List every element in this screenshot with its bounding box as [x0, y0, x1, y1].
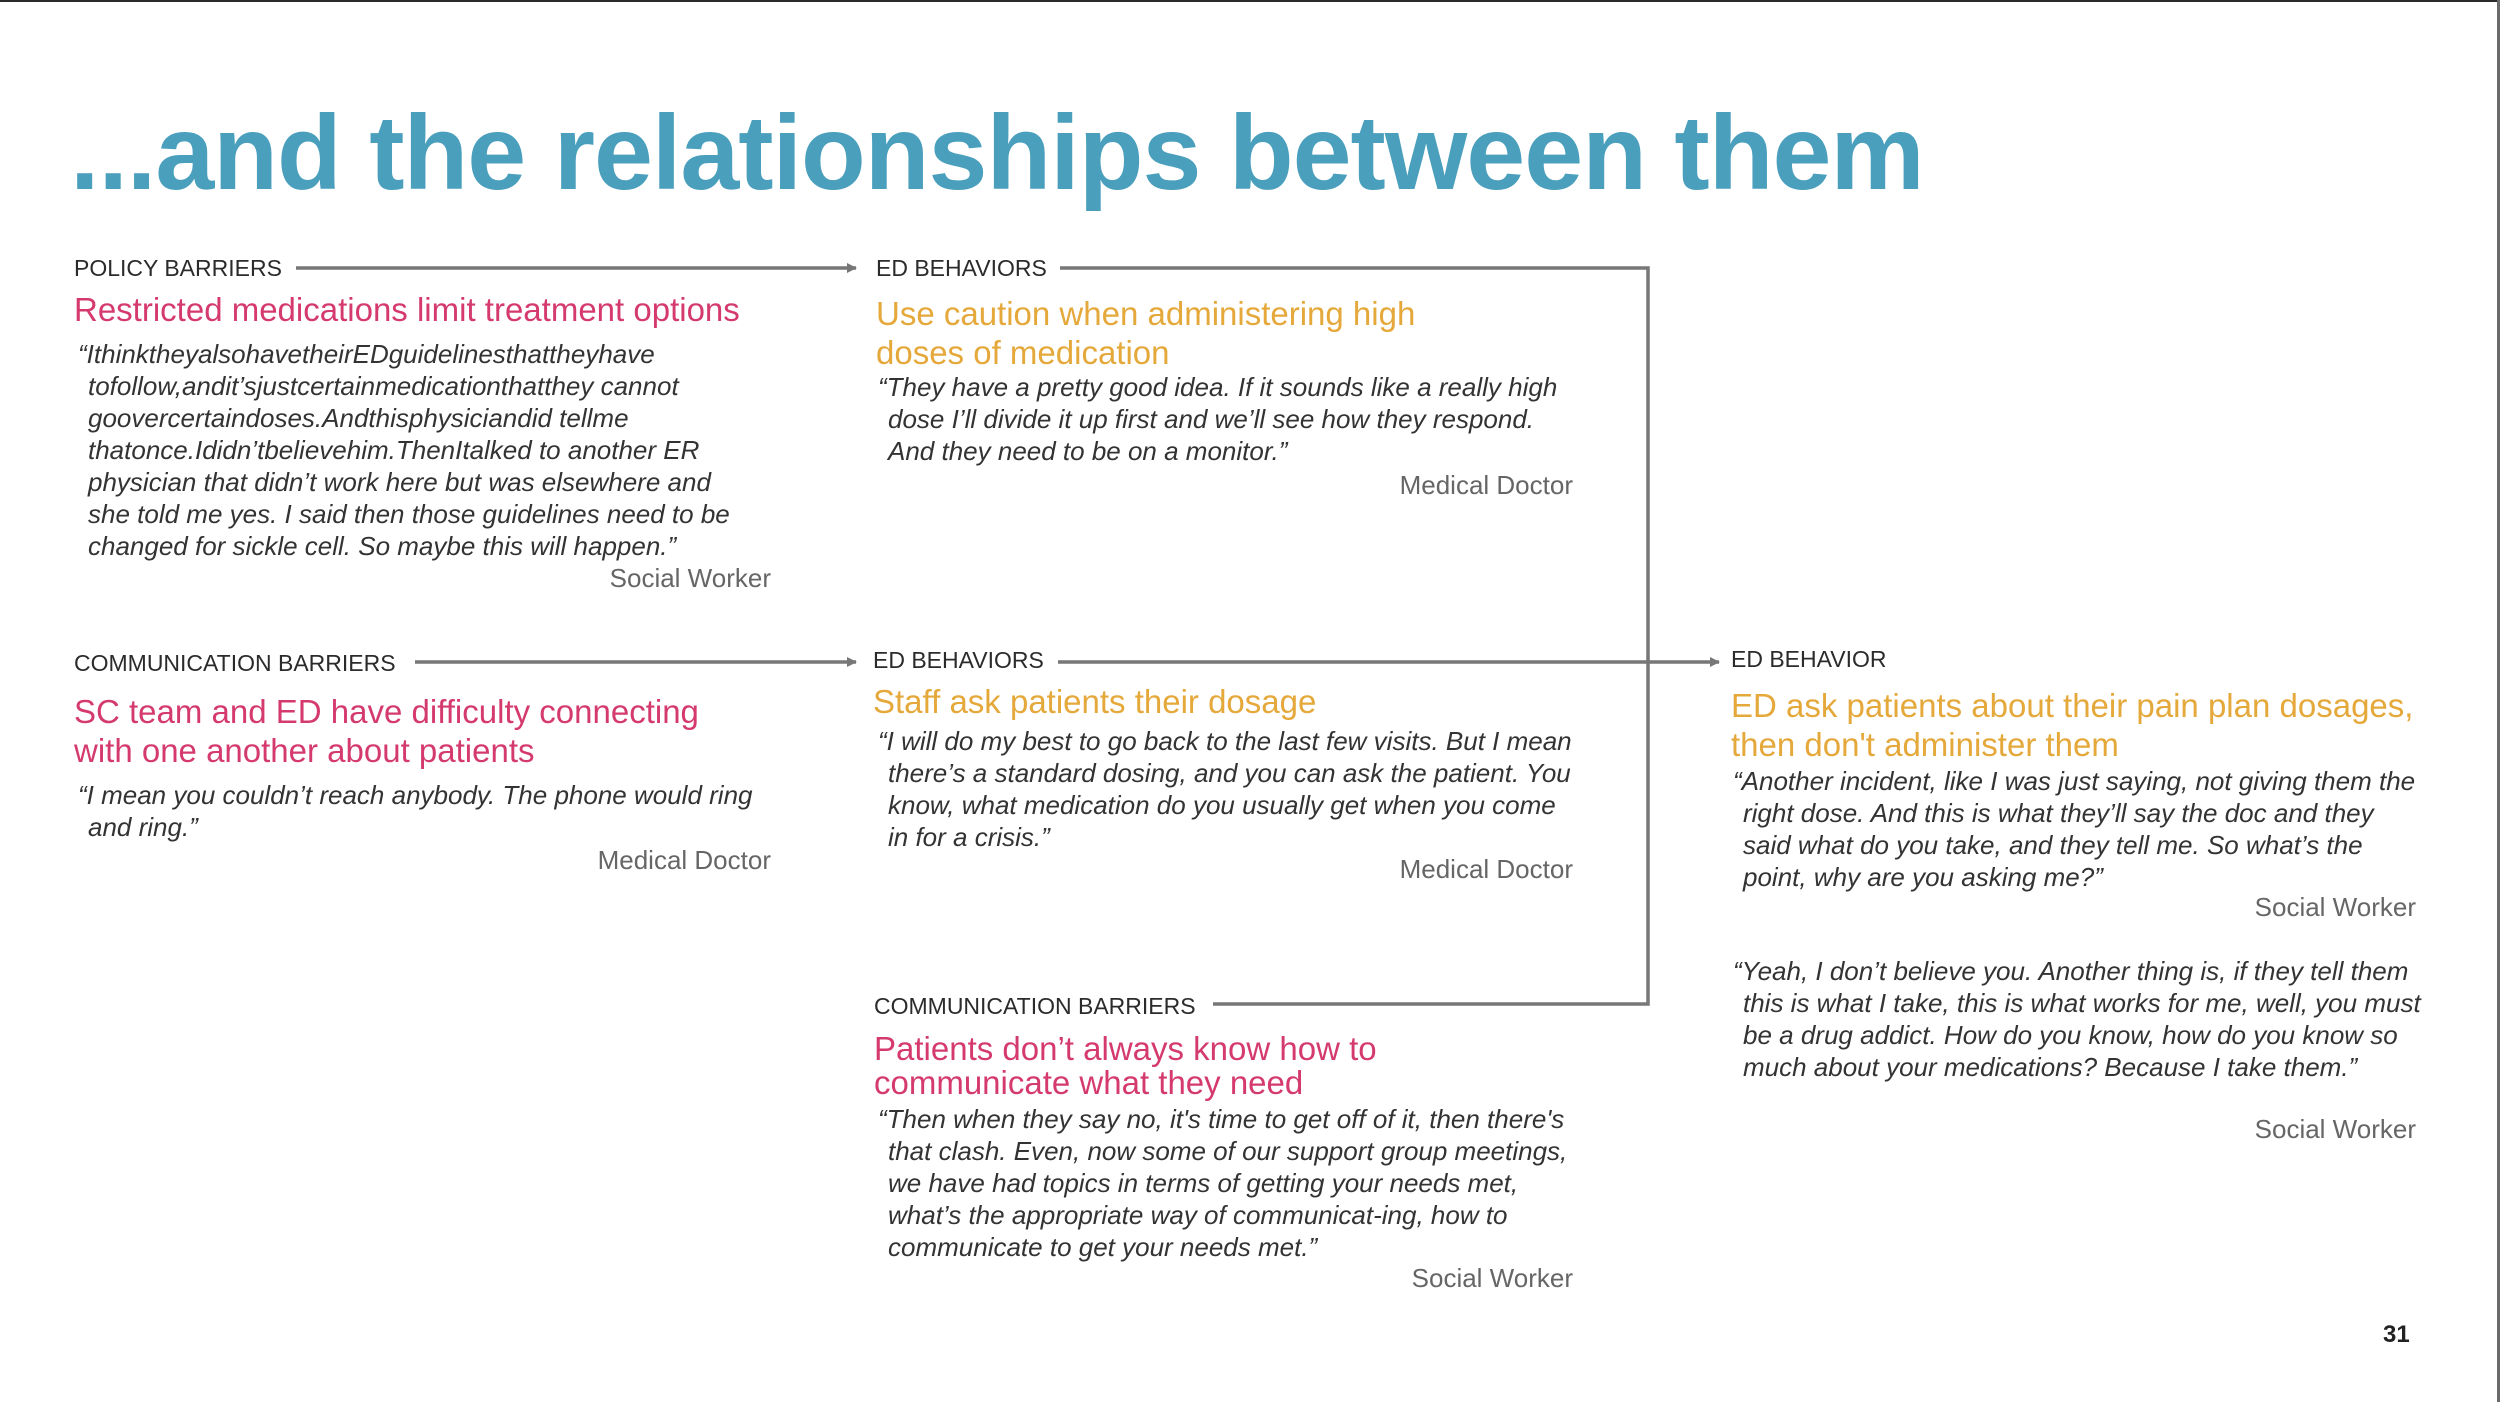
ed-behavior-header-3: ED BEHAVIOR [1731, 646, 1887, 672]
ed-behaviors-heading-2: Staff ask patients their dosage [873, 683, 1317, 720]
policy-barriers-heading: Restricted medications limit treatment o… [74, 291, 740, 328]
ed-behaviors-attribution-1: Medical Doctor [1399, 470, 1573, 500]
communication-barriers-attribution-2: Social Worker [1411, 1263, 1573, 1293]
communication-barriers-header: COMMUNICATION BARRIERS [74, 650, 396, 676]
communication-barriers-quote: “I mean you couldn’t reach anybody. The … [78, 780, 753, 842]
page-number: 31 [2383, 1321, 2410, 1348]
ed-behaviors-bracket-line [1060, 266, 1650, 1006]
ed-behaviors-quote-2: “I will do my best to go back to the las… [878, 726, 1572, 852]
ed-behaviors-header-1: ED BEHAVIORS [876, 255, 1047, 281]
ed-behavior-attribution-3a: Social Worker [2254, 892, 2416, 922]
ed-behavior-quote-3a: “Another incident, like I was just sayin… [1733, 766, 2416, 892]
ed-behaviors-header-2: ED BEHAVIORS [873, 647, 1044, 673]
communication-barriers-attribution: Medical Doctor [597, 845, 771, 875]
policy-barriers-attribution: Social Worker [609, 563, 771, 593]
communication-barriers-quote-2: “Then when they say no, it's time to get… [878, 1104, 1568, 1262]
policy-barriers-header: POLICY BARRIERS [74, 255, 282, 281]
policy-barriers-quote: “IthinktheyalsohavetheirEDguidelinesthat… [78, 339, 730, 561]
communication-barriers-heading-2: Patients don’t always know how to commun… [874, 1030, 1377, 1101]
ed-behaviors-quote-1: “They have a pretty good idea. If it sou… [878, 372, 1558, 466]
ed-behaviors-heading-1: Use caution when administering high dose… [876, 295, 1416, 371]
ed-behavior-quote-3b: “Yeah, I don’t believe you. Another thin… [1733, 956, 2421, 1082]
communication-barriers-heading: SC team and ED have difficulty connectin… [74, 693, 699, 769]
slide-title: ...and the relationships between them [70, 94, 1925, 212]
top-border [0, 0, 2500, 2]
ed-behavior-attribution-3b: Social Worker [2254, 1114, 2416, 1144]
right-border [2497, 0, 2500, 1402]
communication-barriers-header-2: COMMUNICATION BARRIERS [874, 993, 1196, 1019]
ed-behaviors-attribution-2: Medical Doctor [1399, 854, 1573, 884]
ed-behavior-heading-3: ED ask patients about their pain plan do… [1731, 687, 2414, 763]
